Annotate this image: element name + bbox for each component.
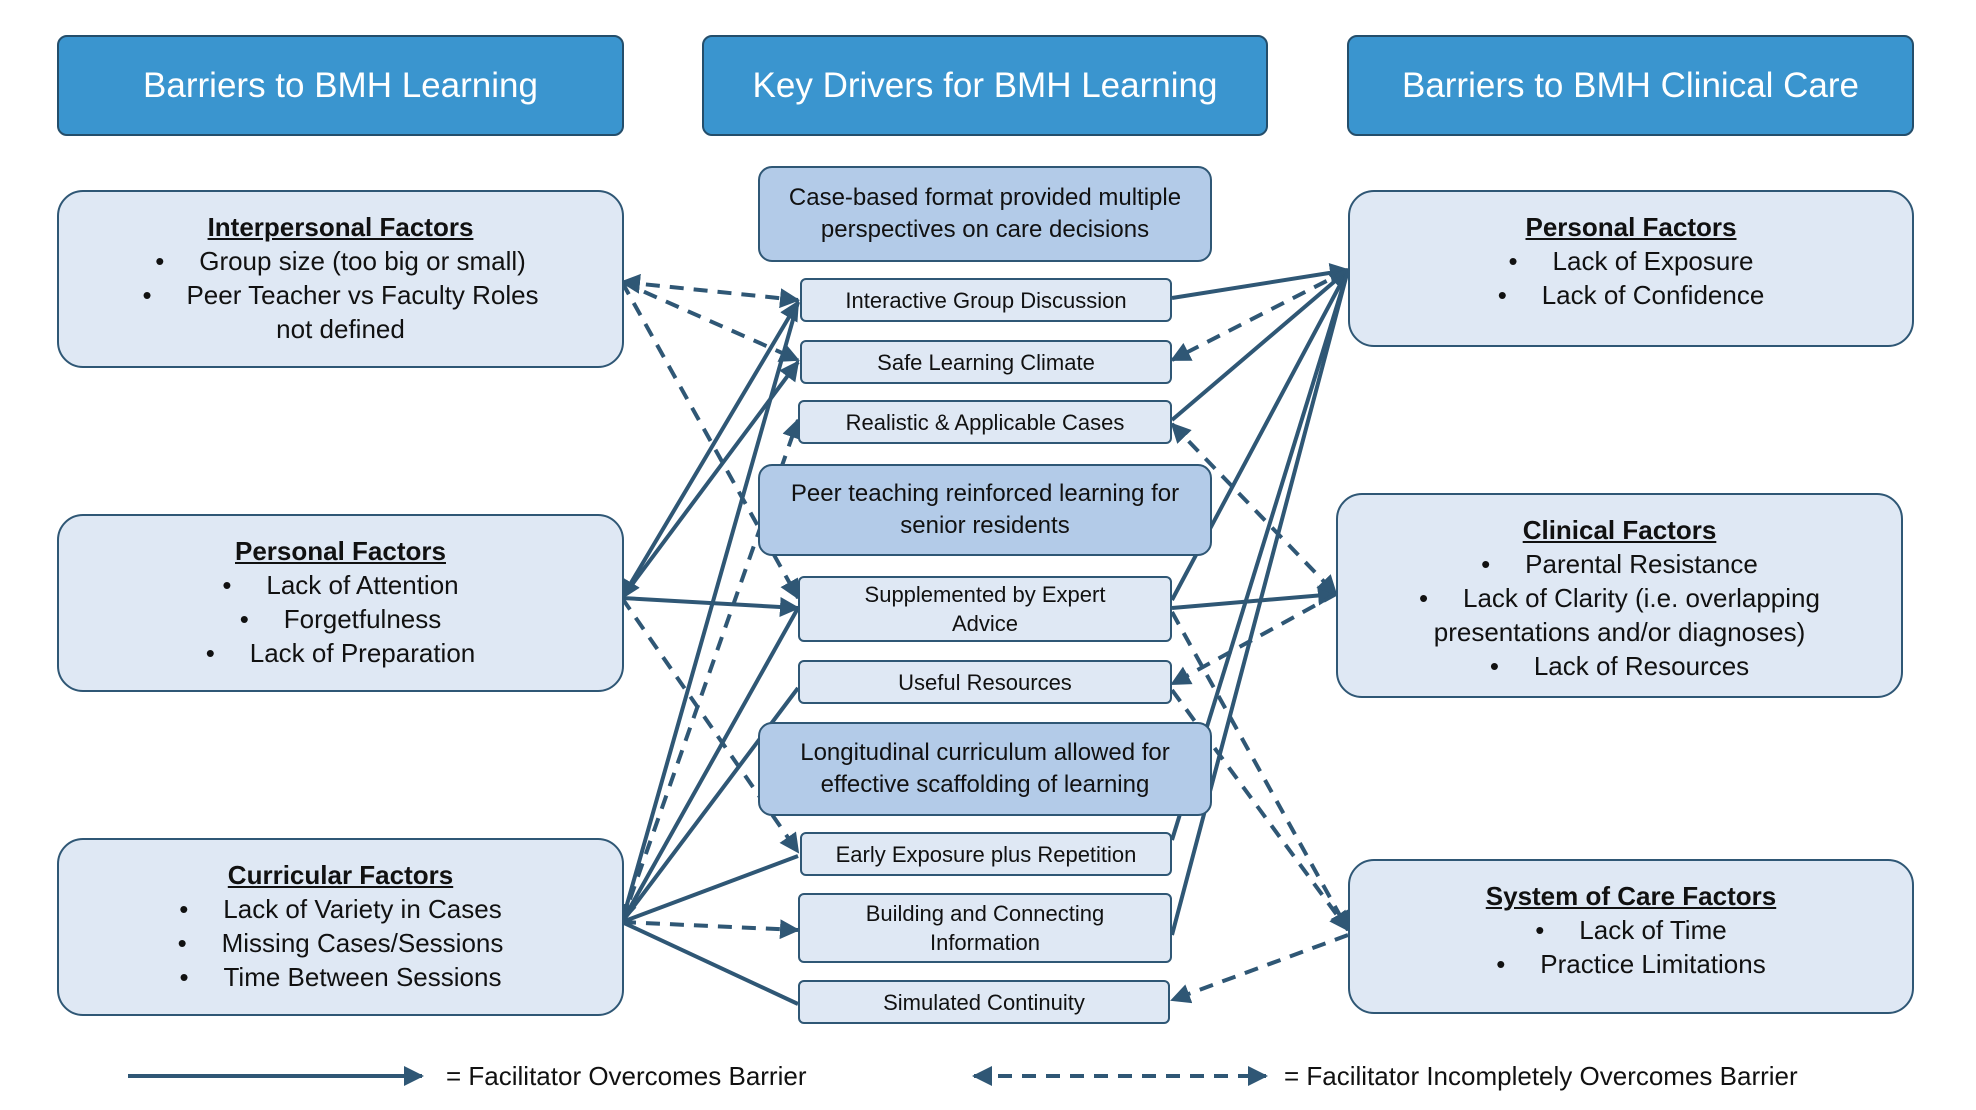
right-system-of-care-factors: System of Care Factors •Lack of Time •Pr…: [1348, 859, 1914, 1014]
driver-interactive-group-discussion: Interactive Group Discussion: [800, 278, 1172, 322]
factor-item: •Lack of Attention: [222, 570, 459, 600]
arrow-solid: [621, 596, 800, 617]
factor-item: •Missing Cases/Sessions: [177, 928, 504, 958]
driver-early-exposure-repetition: Early Exposure plus Repetition: [800, 832, 1172, 876]
factor-item: •Lack of Resources: [1489, 651, 1750, 681]
factor-item: •Lack of Variety in Cases: [179, 894, 502, 924]
factor-item: •Group size (too big or small): [155, 246, 526, 276]
factor-item: •Peer Teacher vs Faculty Roles not defin…: [142, 280, 539, 344]
factor-title: Interpersonal Factors: [207, 212, 474, 242]
left-personal-factors: Personal Factors •Lack of Attention •For…: [57, 514, 624, 692]
driver-safe-learning-climate: Safe Learning Climate: [800, 340, 1172, 384]
left-interpersonal-factors: Interpersonal Factors •Group size (too b…: [57, 190, 624, 368]
theme-case-based-format: Case-based format provided multiple pers…: [758, 166, 1212, 262]
factor-title: Clinical Factors: [1522, 515, 1717, 545]
driver-building-connecting-information: Building and Connecting Information: [798, 893, 1172, 963]
arrow-solid: [1171, 585, 1338, 610]
arrow-dashed: [1170, 933, 1349, 1004]
arrow-solid: [1171, 262, 1350, 300]
header-barriers-clinical-care: Barriers to BMH Clinical Care: [1347, 35, 1914, 136]
arrow-dashed: [1170, 611, 1350, 932]
left-curricular-factors: Curricular Factors •Lack of Variety in C…: [57, 838, 624, 1016]
header-barriers-learning: Barriers to BMH Learning: [57, 35, 624, 136]
arrow-dashed: [620, 273, 800, 309]
arrow-solid: [621, 854, 799, 924]
factor-item: •Forgetfulness: [239, 604, 442, 634]
header-key-drivers: Key Drivers for BMH Learning: [702, 35, 1268, 136]
factor-title: Curricular Factors: [227, 860, 454, 890]
factor-title: Personal Factors: [1525, 212, 1737, 242]
driver-realistic-applicable-cases: Realistic & Applicable Cases: [798, 400, 1172, 444]
arrow-solid: [1170, 268, 1350, 422]
arrow-dashed: [620, 596, 800, 854]
factor-title: System of Care Factors: [1485, 881, 1777, 911]
right-clinical-factors: Clinical Factors •Parental Resistance •L…: [1336, 493, 1903, 698]
factor-item: •Lack of Exposure: [1508, 246, 1754, 276]
arrow-solid: [621, 920, 799, 1006]
factor-item: •Parental Resistance: [1481, 549, 1758, 579]
driver-simulated-continuity: Simulated Continuity: [798, 980, 1170, 1024]
arrow-dashed: [1170, 268, 1349, 362]
factor-item: •Lack of Confidence: [1497, 280, 1765, 310]
factor-item: •Lack of Time: [1535, 915, 1727, 945]
factor-title: Personal Factors: [235, 536, 446, 566]
arrow-dashed: [621, 919, 800, 940]
driver-supplemented-expert-advice: Supplemented by Expert Advice: [798, 576, 1172, 642]
legend-dashed-label: = Facilitator Incompletely Overcomes Bar…: [1284, 1061, 1798, 1091]
driver-useful-resources: Useful Resources: [798, 660, 1172, 704]
factor-item: •Lack of Preparation: [205, 638, 476, 668]
arrow-solid: [617, 301, 800, 924]
legend-solid-label: = Facilitator Overcomes Barrier: [446, 1061, 807, 1091]
arrow-dashed: [1170, 422, 1338, 596]
factor-item: •Time Between Sessions: [179, 962, 502, 992]
arrow-solid: [1170, 269, 1350, 936]
arrow-solid: [620, 300, 800, 600]
arrow-dashed: [621, 280, 800, 362]
arrow-dashed: [1170, 592, 1337, 686]
right-personal-factors: Personal Factors •Lack of Exposure •Lack…: [1348, 190, 1914, 347]
theme-longitudinal-curriculum: Longitudinal curriculum allowed for effe…: [758, 722, 1212, 816]
factor-item: •Practice Limitations: [1496, 949, 1766, 979]
factor-item: •Lack of Clarity (i.e. overlapping prese…: [1419, 583, 1820, 647]
theme-peer-teaching: Peer teaching reinforced learning for se…: [758, 464, 1212, 556]
arrow-solid: [620, 607, 800, 923]
